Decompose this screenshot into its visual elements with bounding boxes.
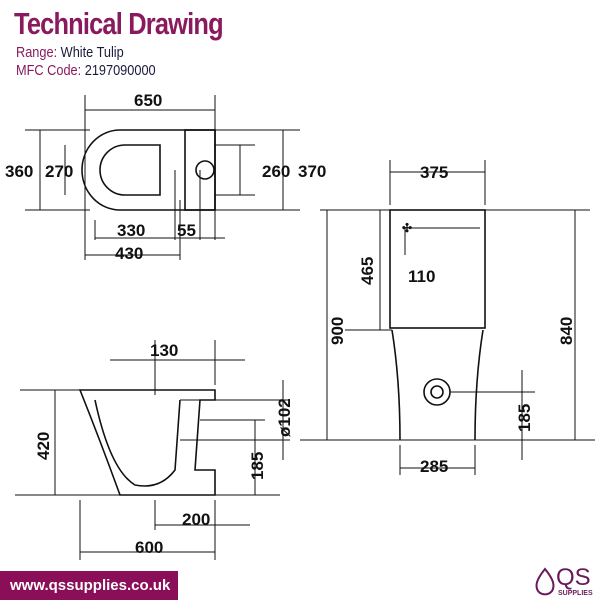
dim-360: 360 [5,162,33,181]
dim-200: 200 [182,510,210,529]
page-title: Technical Drawing [14,6,224,41]
code-value: 2197090000 [84,62,156,79]
dim-650: 650 [134,91,162,110]
dim-55: 55 [177,221,196,240]
dim-840: 840 [557,317,576,345]
front-view: ✣ 375 465 110 900 840 185 285 [300,160,595,476]
dim-370: 370 [298,162,326,181]
dim-185-front: 185 [515,404,534,432]
range-line: Range: White Tulip [16,44,124,61]
top-view: 650 360 270 260 370 330 55 430 [5,91,326,263]
dim-900: 900 [328,317,347,345]
logo-text: QS [556,564,591,591]
dim-260: 260 [262,162,290,181]
dim-420: 420 [34,432,53,460]
side-view: 130 420 ø102 185 200 600 [15,340,294,560]
dim-330: 330 [117,221,145,240]
dim-465: 465 [358,257,377,285]
logo-sub: SUPPLIES [558,590,593,597]
code-label: MFC Code: [16,62,82,79]
dim-185-side: 185 [248,452,267,480]
dim-375: 375 [420,163,448,182]
droplet-icon [535,567,555,596]
dim-600: 600 [135,538,163,557]
dim-130: 130 [150,341,178,360]
range-value: White Tulip [60,44,124,61]
website-link[interactable]: www.qssupplies.co.uk [0,571,178,600]
code-line: MFC Code: 2197090000 [16,62,156,79]
dim-430: 430 [115,244,143,263]
dim-285: 285 [420,457,448,476]
range-label: Range: [16,44,58,61]
dim-270: 270 [45,162,73,181]
dim-102: ø102 [275,398,294,437]
dim-110: 110 [408,267,435,286]
qs-supplies-logo: QS SUPPLIES [532,564,598,600]
